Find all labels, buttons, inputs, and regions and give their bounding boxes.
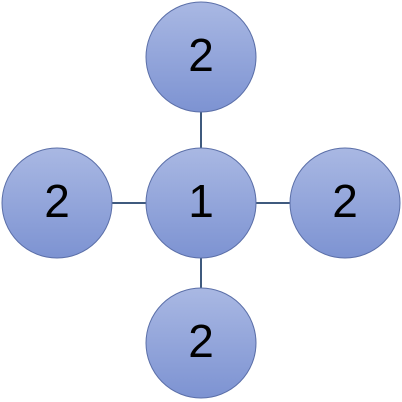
node-left-label: 2 — [44, 175, 70, 227]
node-right-label: 2 — [332, 175, 358, 227]
node-left: 2 — [1, 147, 113, 259]
node-bottom-label: 2 — [188, 315, 214, 367]
node-center-label: 1 — [188, 175, 214, 227]
node-top-label: 2 — [188, 29, 214, 81]
node-right-circle — [289, 147, 401, 259]
node-left-circle — [1, 147, 113, 259]
node-top: 2 — [145, 1, 257, 113]
node-bottom: 2 — [145, 287, 257, 399]
node-right: 2 — [289, 147, 401, 259]
node-bottom-circle — [145, 287, 257, 399]
node-center-circle — [145, 147, 257, 259]
node-center: 1 — [145, 147, 257, 259]
node-top-circle — [145, 1, 257, 113]
